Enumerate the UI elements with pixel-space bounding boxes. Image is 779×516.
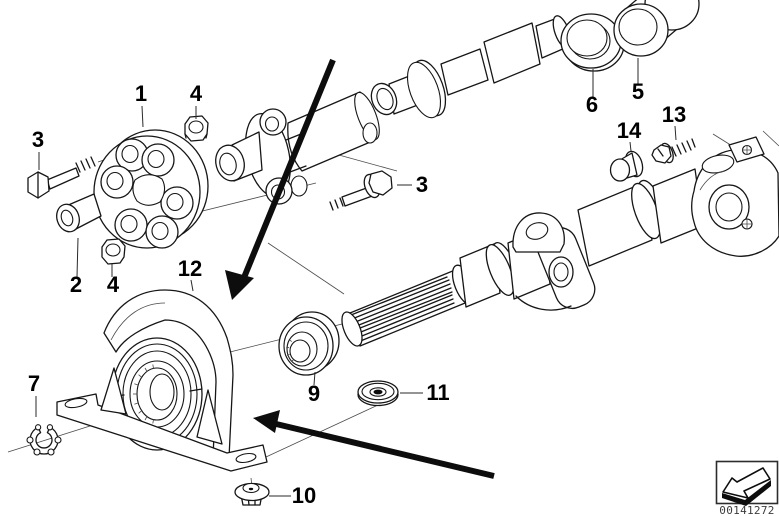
pointer-arrow-left-icon — [253, 410, 495, 479]
part-callout-5[interactable]: 5 — [632, 79, 644, 104]
callout-leader-lines — [35, 58, 677, 497]
callout-labels: 1 4 3 2 4 12 7 9 10 11 3 6 5 14 13 — [28, 79, 686, 508]
sealing-ring-6 — [560, 13, 625, 72]
plug-14 — [609, 150, 644, 182]
lock-ring — [26, 424, 62, 456]
part-callout-14[interactable]: 14 — [617, 118, 642, 143]
bolt-thread-lines — [671, 138, 696, 157]
part-callout-10[interactable]: 10 — [292, 483, 316, 508]
part-callout-3-left[interactable]: 3 — [32, 127, 44, 152]
part-callout-11[interactable]: 11 — [426, 380, 449, 405]
bolt-thread-lines — [329, 197, 344, 211]
part-callout-13[interactable]: 13 — [662, 102, 686, 127]
diagram-id-plate: 00141272 — [715, 460, 779, 516]
part-callout-2[interactable]: 2 — [70, 272, 82, 297]
bolt-thread-lines — [75, 156, 96, 173]
flex-disc-nut-top — [184, 115, 209, 142]
front-propshaft-section — [287, 15, 572, 172]
corner-arrow-down-left-icon — [722, 467, 771, 506]
bearing-spline-ticks — [133, 364, 154, 424]
part-callout-4-top[interactable]: 4 — [190, 81, 203, 106]
flex-disc-nut-bottom — [101, 238, 126, 265]
universal-joint — [512, 212, 596, 311]
part-callout-4-bottom[interactable]: 4 — [107, 272, 120, 297]
part-callout-3-right[interactable]: 3 — [416, 172, 428, 197]
dust-shield — [103, 289, 234, 460]
bearing-hatch — [286, 339, 294, 362]
part-callout-9[interactable]: 9 — [308, 381, 320, 406]
pointer-arrow-down-left-icon — [225, 58, 336, 300]
ball-bearing — [278, 311, 340, 376]
spline-lines — [350, 276, 455, 343]
diagram-id-number: 00141272 — [719, 504, 774, 516]
center-bearing-assembly — [56, 289, 268, 472]
flex-disc-bolt-right — [329, 170, 393, 211]
part-callout-12[interactable]: 12 — [178, 256, 202, 281]
flex-disc-bolt-left — [27, 156, 96, 199]
self-locking-nut — [234, 482, 270, 506]
bearing-bracket — [56, 367, 268, 472]
bolt-13 — [651, 138, 696, 164]
cv-flange — [691, 136, 779, 257]
centering-bushing — [56, 193, 102, 233]
flex-disc-bosses — [100, 138, 194, 249]
flex-disc — [93, 129, 209, 249]
washer — [357, 380, 399, 407]
part-callout-6[interactable]: 6 — [586, 92, 598, 117]
part-callout-7[interactable]: 7 — [28, 371, 40, 396]
sealing-ring-5 — [613, 0, 700, 57]
part-callout-1[interactable]: 1 — [135, 81, 147, 106]
pointer-arrows — [225, 58, 495, 479]
rear-propshaft-section — [341, 136, 779, 347]
